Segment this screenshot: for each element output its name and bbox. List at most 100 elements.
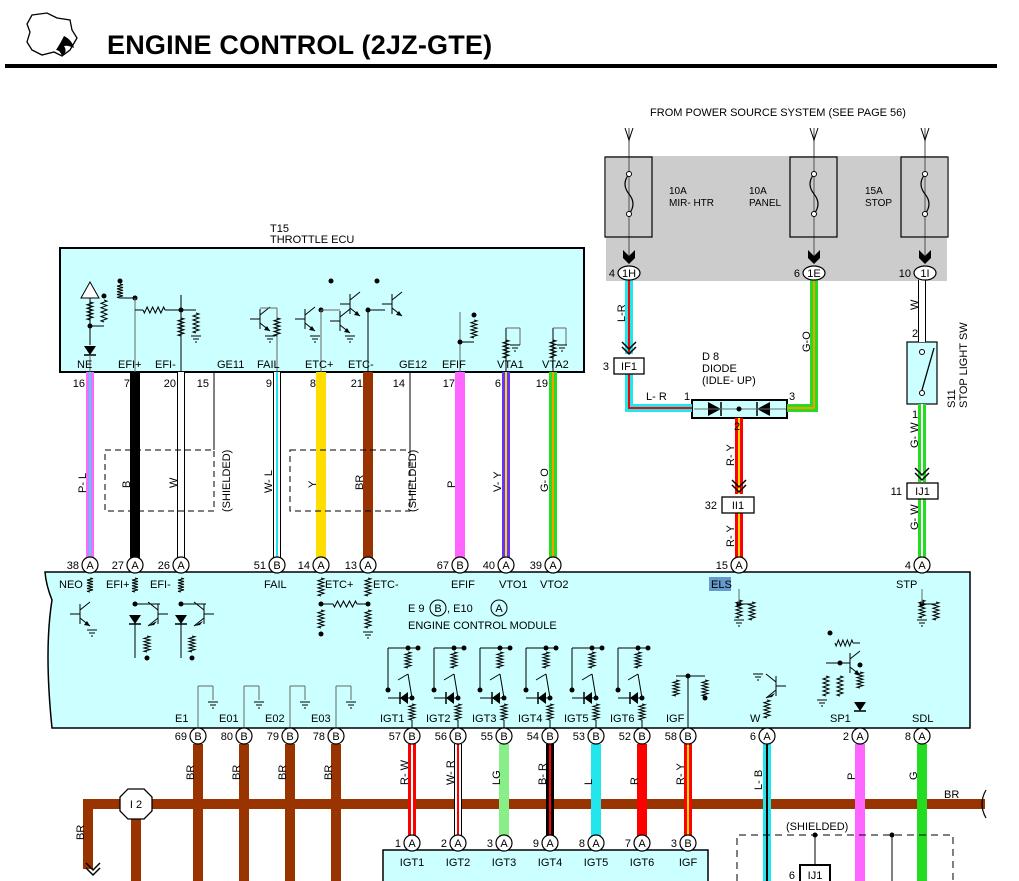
throttle-ecu-pin: 7: [124, 378, 130, 390]
throttle-ecu-terminal: GE11: [217, 359, 244, 371]
wire-code: B: [121, 481, 133, 488]
ecm-top-pin: [359, 556, 377, 574]
line: [397, 673, 409, 681]
connector-pin-number: 6: [789, 870, 795, 881]
ecm-top-terminal: EFI+: [106, 579, 130, 591]
junction-dot: [117, 278, 123, 284]
wire-code: W- R: [445, 760, 457, 785]
ecm-top-pin: [497, 556, 515, 574]
transistor-arrow-icon: [194, 621, 203, 626]
line: [489, 673, 501, 681]
switch-code: S11: [946, 389, 958, 408]
ecm-conn-b-badge: [429, 599, 447, 617]
ecm-top-pin: [81, 556, 99, 574]
pin-letter: B: [240, 731, 247, 743]
pin-letter: A: [408, 838, 416, 850]
throttle-ecu-terminal: VTA2: [542, 359, 569, 371]
pin-number: 2: [843, 731, 849, 743]
diode-icon: [84, 346, 96, 355]
pin-number: 53: [573, 731, 585, 743]
throttle-ecu-terminal: EFI+: [118, 359, 142, 371]
title-rule: [5, 64, 997, 68]
igniter-pin: [495, 834, 513, 852]
junction-dot: [497, 645, 503, 651]
ecm-bottom-pin: [449, 727, 467, 745]
junction-dot: [702, 695, 708, 701]
pin-letter: B: [500, 731, 507, 743]
throttle-ecu-pin: 19: [536, 378, 548, 390]
resistor-icon: [403, 651, 413, 669]
wire-code: W: [168, 477, 180, 488]
ecm-top-pin: [268, 556, 286, 574]
ecm-bottom-terminal: E01: [219, 713, 239, 725]
ecm-top-terminal: VTO1: [499, 579, 528, 591]
throttle-ecu-code: T15: [270, 223, 289, 235]
ecm-top-pin: [172, 556, 190, 574]
switch-pin: 1: [912, 409, 918, 421]
ecm-bottom-pin: [541, 727, 559, 745]
junction-connector-label: 1H: [622, 268, 636, 280]
throttle-ecu-pin: 20: [164, 378, 176, 390]
pin-letter: A: [502, 560, 510, 572]
diode-icon: [129, 615, 141, 624]
shielded-label: (SHIELDED): [221, 450, 233, 512]
fuse-panel: [606, 156, 947, 281]
connector-ij1-top: [906, 482, 939, 500]
junction-dot: [405, 645, 411, 651]
pin-number: 15: [716, 560, 728, 572]
ecm-bottom-terminal: E03: [311, 713, 331, 725]
ecm-conn-a-badge: [490, 599, 508, 617]
throttle-ecu-pin: 14: [393, 378, 405, 390]
wire-l-r-2: [625, 374, 692, 412]
throttle-ecu-pin: 16: [73, 378, 85, 390]
junction-dot: [523, 687, 529, 693]
resistor-icon: [191, 312, 201, 334]
resistor-icon: [548, 339, 558, 359]
pin-number: 55: [481, 731, 493, 743]
switch-contact-icon: [921, 347, 935, 391]
throttle-ecu-pin: 8: [310, 378, 316, 390]
transistor-arrow-icon: [264, 326, 270, 331]
connector-arrow-icon: [808, 250, 820, 264]
ecm-code: A: [495, 603, 503, 615]
pin-letter: B: [638, 731, 645, 743]
resistor-icon: [747, 601, 757, 621]
wire-code: BR: [231, 765, 243, 780]
wire-code: P: [446, 481, 458, 488]
ecm-bottom-pin: [403, 727, 421, 745]
line: [535, 673, 547, 681]
wire-code: L- B: [753, 770, 765, 790]
junction-dot: [635, 645, 641, 651]
throttle-ecu-terminal: FAIL: [257, 359, 280, 371]
diode-icon: [854, 702, 866, 711]
pin-number: 52: [619, 731, 631, 743]
junction-dot: [589, 645, 595, 651]
pin-number: 78: [313, 731, 325, 743]
junction-dot: [477, 687, 483, 693]
resistor-icon: [587, 651, 597, 669]
resistor-icon: [469, 319, 479, 339]
ecm-bottom-terminal: IGF: [666, 713, 685, 725]
transistor-icon: [79, 601, 91, 611]
throttle-ecu-name: THROTTLE ECU: [270, 234, 354, 246]
resistor-icon: [407, 703, 417, 721]
ecm-top-pin: [312, 556, 330, 574]
fuse-rating: 10A: [669, 186, 687, 197]
connector-ij1-bottom: [799, 864, 831, 881]
pin-letter: A: [500, 838, 508, 850]
diode-pin: 3: [789, 391, 795, 403]
junction-connector-label: 1I: [920, 268, 929, 280]
pin-letter: B: [332, 731, 339, 743]
igniter-terminal: IGF: [679, 857, 698, 869]
junction-dot: [827, 630, 833, 636]
junction-dot: [461, 645, 467, 651]
wire-code: G: [908, 771, 920, 780]
throttle-ecu-pin: 21: [351, 378, 363, 390]
fuse-rating: 15A: [865, 186, 883, 197]
junction-dot: [101, 293, 107, 299]
pin-number: 54: [527, 731, 539, 743]
ecm-bottom-terminal: SP1: [830, 713, 851, 725]
logo-icon: [22, 10, 82, 65]
resistor-icon: [835, 675, 845, 697]
ecm-bottom-terminal: IGT2: [426, 713, 450, 725]
